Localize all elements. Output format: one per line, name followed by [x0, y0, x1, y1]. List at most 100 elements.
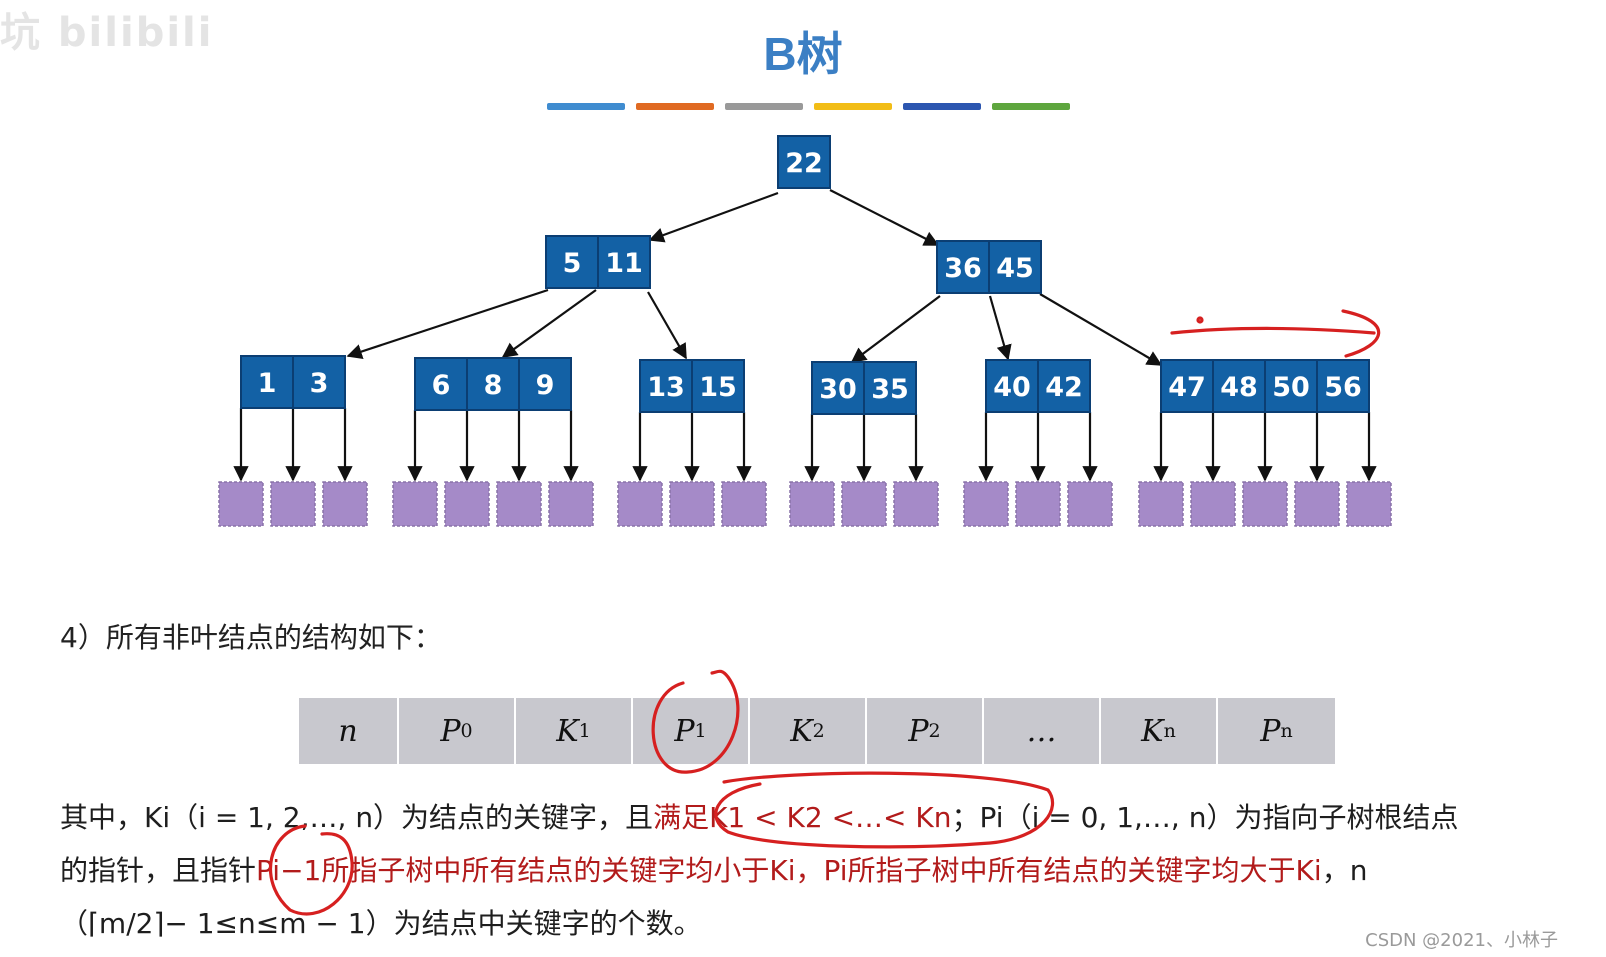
tree-node: 13 15: [639, 359, 745, 413]
null-leaf: [669, 481, 715, 527]
key-cell: [1037, 359, 1091, 413]
cell-subscript: 2: [812, 720, 825, 742]
key-value: 50: [1272, 372, 1310, 403]
null-leaf-group: [789, 481, 939, 527]
key-value: 11: [605, 248, 643, 279]
key-cell: [466, 357, 520, 411]
key-value: 30: [819, 374, 857, 405]
accent-bar: [814, 103, 892, 110]
cell-subscript: n: [1280, 720, 1293, 742]
key-value: 35: [871, 374, 909, 405]
pointer-arrow: [648, 191, 779, 243]
accent-bar: [547, 103, 625, 110]
null-leaf: [322, 481, 368, 527]
cell-subscript: 2: [928, 720, 941, 742]
null-leaf-group: [392, 481, 594, 527]
accent-bar: [903, 103, 981, 110]
key-value: 48: [1220, 372, 1258, 403]
description-line-1: 其中，Ki（i = 1, 2,…, n）为结点的关键字，且满足K1 < K2 <…: [60, 796, 1458, 836]
null-leaf: [841, 481, 887, 527]
key-cell: [1212, 359, 1266, 413]
line1-highlight: 满足K1 < K2 <…< Kn: [653, 801, 952, 834]
cell-subscript: 1: [578, 720, 591, 742]
null-leaf: [1015, 481, 1061, 527]
tree-edges: [233, 189, 1377, 482]
point-4-heading: 4）所有非叶结点的结构如下：: [60, 621, 442, 654]
key-value: 22: [785, 148, 823, 179]
line1-text-b: ；Pi（i = 0, 1,…, n）为指向子树根结点: [951, 801, 1459, 834]
line1-text-a: 其中，Ki（i = 1, 2,…, n）为结点的关键字，且: [60, 801, 654, 834]
cell-symbol: P: [440, 713, 461, 749]
cell-symbol: K: [1141, 713, 1164, 749]
cell-symbol: P: [908, 713, 929, 749]
null-leaf: [548, 481, 594, 527]
null-leaf: [392, 481, 438, 527]
cell-subscript: 0: [460, 720, 473, 742]
tree-node: 47 48 50 56: [1160, 359, 1370, 413]
cell-subscript: n: [1163, 720, 1176, 742]
key-value: 13: [647, 372, 685, 403]
tree-node: 30 35: [811, 361, 917, 415]
key-cell: [691, 359, 745, 413]
pointer-arrow: [501, 289, 597, 358]
pointer-arrow: [988, 295, 1012, 361]
key-value: 42: [1045, 372, 1083, 403]
null-leaf: [1346, 481, 1392, 527]
key-value: 36: [944, 253, 982, 284]
accent-bar: [636, 103, 714, 110]
key-cell: [777, 135, 831, 189]
key-cell: [988, 240, 1042, 294]
cell-subscript: 1: [694, 720, 707, 742]
null-leaf: [1138, 481, 1184, 527]
key-cell: [863, 361, 917, 415]
key-value: 5: [563, 248, 582, 279]
null-leaf-group: [617, 481, 767, 527]
cell-symbol: K: [556, 713, 579, 749]
null-leaf: [444, 481, 490, 527]
csdn-credit: CSDN @2021、小林子: [1365, 930, 1558, 951]
accent-bar: [725, 103, 803, 110]
null-leaf: [893, 481, 939, 527]
cell-symbol: …: [1026, 713, 1057, 749]
key-value: 1: [258, 368, 277, 399]
null-leaf-group: [1138, 481, 1392, 527]
key-cell: [1316, 359, 1370, 413]
tree-node: 40 42: [985, 359, 1091, 413]
cell-symbol: P: [1260, 713, 1281, 749]
null-leaf: [1242, 481, 1288, 527]
accent-bar: [992, 103, 1070, 110]
key-cell: [811, 361, 865, 415]
null-leaf: [617, 481, 663, 527]
null-leaf-group: [218, 481, 368, 527]
null-leaf: [1067, 481, 1113, 527]
key-value: 56: [1324, 372, 1362, 403]
null-leaf-group: [963, 481, 1113, 527]
null-leaf: [963, 481, 1009, 527]
key-value: 40: [993, 372, 1031, 403]
line2-highlight: Pi−1所指子树中所有结点的关键字均小于Ki，Pi所指子树中所有结点的关键字均大…: [256, 854, 1322, 887]
structure-cell: …: [984, 698, 1101, 764]
key-value: 15: [699, 372, 737, 403]
pointer-arrow: [829, 189, 940, 246]
cell-symbol: n: [338, 713, 358, 749]
key-value: 45: [996, 253, 1034, 284]
key-cell: [597, 235, 651, 289]
key-cell: [518, 357, 572, 411]
structure-cell: n: [299, 698, 399, 764]
pointer-arrow: [346, 288, 549, 359]
cell-symbol: K: [790, 713, 813, 749]
key-value: 47: [1168, 372, 1206, 403]
tree-node: 36 45: [936, 240, 1042, 294]
slide-title: B树: [763, 28, 843, 80]
tree-null-leaves: [218, 481, 1392, 527]
pointer-arrow: [850, 295, 941, 363]
